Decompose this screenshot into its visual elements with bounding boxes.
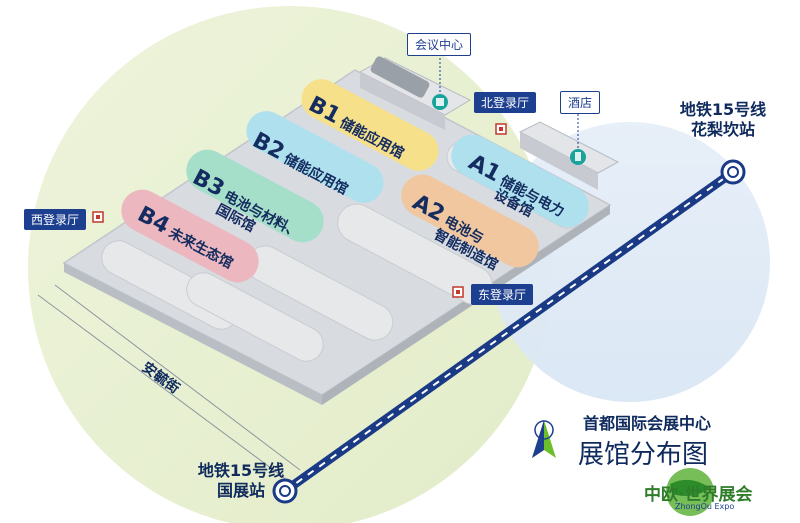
road	[37, 284, 301, 487]
logo-subtext: ZhongOu Expo	[675, 502, 735, 511]
venue-platform-edge	[322, 205, 610, 405]
east-entrance-label: 东登录厅	[471, 284, 534, 305]
metro-station-south-label: 地铁15号线 国展站	[186, 461, 296, 501]
metro-south-line-name: 地铁15号线	[197, 461, 285, 480]
metro-station-north-icon	[720, 159, 746, 185]
conference-center-label: 会议中心	[407, 33, 472, 56]
metro-south-station-name: 国展站	[216, 481, 265, 500]
map-title-line2: 展馆分布图	[578, 440, 709, 470]
venue-platform-edge	[64, 263, 322, 405]
hotel-icon	[570, 149, 586, 165]
hall-b2-block	[246, 111, 384, 203]
map-title-line1: 首都国际会展中心	[583, 414, 712, 433]
hall-a2-block	[401, 174, 539, 268]
metro-station-south-icon	[272, 478, 298, 504]
hall-b1-block	[301, 79, 439, 171]
conference-center-building	[358, 56, 472, 130]
north-entrance-icon	[495, 123, 507, 135]
conference-center-icon	[432, 94, 448, 110]
hotel-label: 酒店	[560, 91, 601, 114]
east-entrance-icon	[452, 286, 464, 298]
hall-b4-block	[121, 189, 259, 283]
compass-icon	[532, 420, 556, 458]
hall-b3-block	[186, 149, 324, 243]
metro-station-north-label: 地铁15号线 花梨坎站	[668, 100, 778, 140]
logo-globe-icon	[666, 468, 714, 516]
metro-north-line-name: 地铁15号线	[679, 100, 767, 119]
west-entrance-label: 西登录厅	[24, 209, 87, 230]
logo-text: 中欧·世界展会	[644, 485, 753, 505]
metro-line-15	[282, 168, 736, 495]
metro-north-station-name: 花梨坎站	[690, 120, 755, 139]
grey-hall-blocks	[101, 141, 584, 362]
north-entrance-label: 北登录厅	[474, 92, 537, 113]
west-entrance-icon	[92, 211, 104, 223]
hall-a1-block	[451, 134, 589, 228]
